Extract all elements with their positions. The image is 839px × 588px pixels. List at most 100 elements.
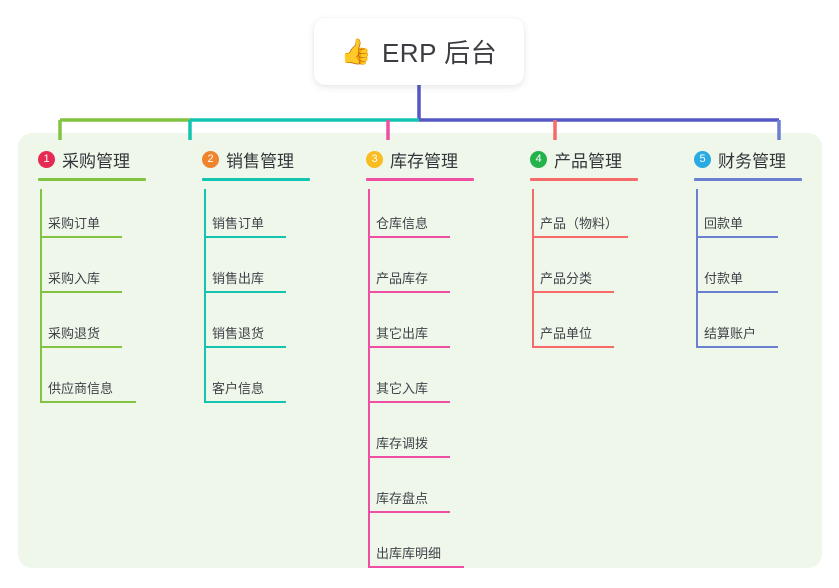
leaf-underline xyxy=(368,291,450,293)
leaf-list: 产品（物料） 产品分类产品单位 xyxy=(510,189,670,354)
branch-title: 库存管理 xyxy=(390,151,458,171)
leaf-underline xyxy=(532,346,614,348)
leaf-label: 产品单位 xyxy=(540,326,593,341)
leaf-spine-line xyxy=(532,189,534,348)
leaf-list: 销售订单销售出库销售退货客户信息 xyxy=(182,189,342,409)
leaf-item[interactable]: 供应商信息 xyxy=(18,354,178,409)
branch-underline xyxy=(366,178,474,181)
leaf-underline xyxy=(204,401,286,403)
leaf-item[interactable]: 客户信息 xyxy=(182,354,342,409)
branch-number-badge: 2 xyxy=(202,150,219,168)
leaf-spine-line xyxy=(204,189,206,403)
leaf-underline xyxy=(532,291,614,293)
root-node-title: ERP 后台 xyxy=(381,38,498,68)
leaf-label: 产品（物料） xyxy=(540,216,619,231)
branch-underline xyxy=(694,178,802,181)
branch-underline xyxy=(38,178,146,181)
leaf-spine-line xyxy=(40,189,42,403)
branch-header-2[interactable]: 2 销售管理 xyxy=(182,147,342,171)
leaf-label: 仓库信息 xyxy=(376,216,429,231)
leaf-label: 客户信息 xyxy=(212,381,265,396)
branch-number-badge: 5 xyxy=(694,150,711,168)
leaf-item[interactable]: 销售订单 xyxy=(182,189,342,244)
branch-underline xyxy=(530,178,638,181)
leaf-item[interactable]: 其它出库 xyxy=(346,299,506,354)
branch-title: 财务管理 xyxy=(718,151,786,171)
leaf-item[interactable]: 销售退货 xyxy=(182,299,342,354)
leaf-item[interactable]: 仓库信息 xyxy=(346,189,506,244)
leaf-label: 销售订单 xyxy=(212,216,265,231)
leaf-label: 产品库存 xyxy=(376,271,429,286)
leaf-item[interactable]: 产品库存 xyxy=(346,244,506,299)
leaf-label: 销售出库 xyxy=(212,271,265,286)
leaf-underline xyxy=(368,456,450,458)
leaf-label: 采购退货 xyxy=(48,326,101,341)
leaf-underline xyxy=(40,401,136,403)
branch-title: 产品管理 xyxy=(554,151,622,171)
leaf-underline xyxy=(204,346,286,348)
leaf-label: 库存盘点 xyxy=(376,491,429,506)
branch-column-4: 4 产品管理产品（物料） 产品分类产品单位 xyxy=(510,147,670,348)
leaf-item[interactable]: 产品分类 xyxy=(510,244,670,299)
leaf-item[interactable]: 付款单 xyxy=(674,244,834,299)
leaf-underline xyxy=(368,566,464,568)
leaf-item[interactable]: 其它入库 xyxy=(346,354,506,409)
root-node[interactable]: 👍 ERP 后台 xyxy=(314,18,524,85)
leaf-underline xyxy=(40,236,122,238)
branch-underline xyxy=(202,178,310,181)
root-node-content: 👍 ERP 后台 xyxy=(341,33,497,70)
leaf-underline xyxy=(204,236,286,238)
leaf-list: 回款单付款单结算账户 xyxy=(674,189,834,354)
leaf-label: 供应商信息 xyxy=(48,381,114,396)
leaf-underline xyxy=(368,346,450,348)
leaf-underline xyxy=(368,401,450,403)
branch-number-badge: 4 xyxy=(530,150,547,168)
leaf-item[interactable]: 产品（物料） xyxy=(510,189,670,244)
branch-title: 销售管理 xyxy=(226,151,294,171)
branch-header-5[interactable]: 5 财务管理 xyxy=(674,147,834,171)
branches-panel xyxy=(18,133,822,568)
leaf-label: 付款单 xyxy=(704,271,744,286)
branch-number-badge: 1 xyxy=(38,150,55,168)
leaf-underline xyxy=(696,236,778,238)
leaf-item[interactable]: 采购入库 xyxy=(18,244,178,299)
leaf-item[interactable]: 结算账户 xyxy=(674,299,834,354)
leaf-underline xyxy=(40,291,122,293)
leaf-label: 采购订单 xyxy=(48,216,101,231)
leaf-label: 出库库明细 xyxy=(376,546,442,561)
leaf-underline xyxy=(696,291,778,293)
leaf-item[interactable]: 采购订单 xyxy=(18,189,178,244)
leaf-label: 销售退货 xyxy=(212,326,265,341)
branch-header-4[interactable]: 4 产品管理 xyxy=(510,147,670,171)
branch-column-1: 1 采购管理采购订单采购入库采购退货供应商信息 xyxy=(18,147,178,403)
leaf-label: 产品分类 xyxy=(540,271,593,286)
leaf-spine-line xyxy=(368,189,370,568)
leaf-list: 采购订单采购入库采购退货供应商信息 xyxy=(18,189,178,409)
leaf-label: 其它入库 xyxy=(376,381,429,396)
leaf-underline xyxy=(368,511,450,513)
leaf-item[interactable]: 库存调拨 xyxy=(346,409,506,464)
leaf-item[interactable]: 销售出库 xyxy=(182,244,342,299)
leaf-label: 结算账户 xyxy=(704,326,757,341)
leaf-label: 其它出库 xyxy=(376,326,429,341)
leaf-underline xyxy=(696,346,778,348)
leaf-item[interactable]: 出库库明细 xyxy=(346,519,506,574)
leaf-item[interactable]: 回款单 xyxy=(674,189,834,244)
branch-column-2: 2 销售管理销售订单销售出库销售退货客户信息 xyxy=(182,147,342,403)
leaf-spine-line xyxy=(696,189,698,348)
branch-title: 采购管理 xyxy=(62,151,130,171)
leaf-item[interactable]: 采购退货 xyxy=(18,299,178,354)
thumbs-up-icon: 👍 xyxy=(340,38,372,66)
leaf-item[interactable]: 库存盘点 xyxy=(346,464,506,519)
leaf-item[interactable]: 产品单位 xyxy=(510,299,670,354)
leaf-underline xyxy=(368,236,450,238)
leaf-label: 回款单 xyxy=(704,216,744,231)
branch-column-5: 5 财务管理回款单付款单结算账户 xyxy=(674,147,834,348)
leaf-underline xyxy=(204,291,286,293)
branch-header-1[interactable]: 1 采购管理 xyxy=(18,147,178,171)
leaf-label: 库存调拨 xyxy=(376,436,429,451)
leaf-list: 仓库信息产品库存其它出库其它入库库存调拨库存盘点出库库明细 xyxy=(346,189,506,574)
